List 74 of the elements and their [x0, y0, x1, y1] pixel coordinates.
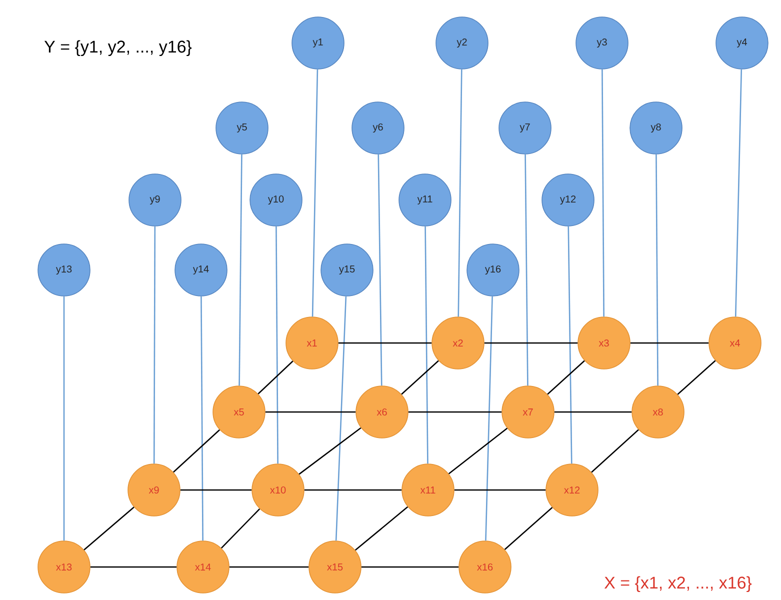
- connector-line: [424, 226, 428, 464]
- circle-node: x8: [632, 386, 684, 438]
- circle-node: x6: [356, 386, 408, 438]
- circle-node: x15: [308, 540, 362, 594]
- connector-line: [408, 411, 502, 413]
- connector-line: [90, 566, 177, 568]
- connector-line: [568, 226, 572, 464]
- circle-node: x11: [402, 464, 454, 516]
- circle-node: x2: [432, 316, 484, 370]
- circle-node: y15: [320, 244, 374, 296]
- connector-line: [153, 226, 156, 464]
- circle-node: x9: [128, 464, 180, 516]
- circle-node: x1: [286, 316, 338, 370]
- connector-line: [304, 489, 402, 491]
- connector-line: [677, 360, 716, 395]
- connector-line: [602, 69, 604, 317]
- connector-line: [335, 296, 347, 541]
- connector-line: [734, 69, 742, 317]
- circle-node: y6: [352, 102, 404, 154]
- connector-line: [401, 360, 439, 395]
- connector-line: [220, 508, 260, 549]
- circle-node: y4: [716, 16, 768, 70]
- connector-line: [354, 506, 408, 551]
- connector-line: [554, 411, 632, 413]
- circle-node: y2: [436, 16, 488, 70]
- connector-line: [591, 429, 639, 473]
- connector-line: [265, 411, 356, 413]
- set-label: X = {x1, x2, ..., x16}: [604, 576, 752, 592]
- circle-node: y8: [630, 102, 682, 154]
- connector-line: [84, 506, 134, 550]
- circle-node: y11: [398, 174, 452, 226]
- circle-node: x10: [252, 464, 304, 516]
- connector-line: [173, 429, 220, 473]
- circle-node: y7: [498, 102, 552, 154]
- circle-node: y13: [38, 244, 90, 296]
- connector-line: [361, 566, 459, 568]
- connector-line: [484, 342, 578, 344]
- circle-node: x3: [578, 316, 630, 370]
- connector-line: [448, 428, 508, 474]
- circle-node: y10: [250, 174, 302, 226]
- circle-node: y12: [542, 174, 594, 226]
- connector-line: [276, 226, 278, 464]
- circle-node: y16: [466, 244, 520, 296]
- connector-line: [454, 489, 546, 491]
- circle-node: x7: [502, 386, 554, 438]
- circle-node: y3: [576, 16, 628, 70]
- circle-node: y5: [216, 102, 268, 154]
- connector-line: [378, 154, 382, 386]
- set-label: Y = {y1, y2, ..., y16}: [44, 40, 192, 56]
- connector-line: [229, 566, 309, 568]
- connector-line: [524, 154, 528, 386]
- connector-line: [630, 342, 709, 344]
- connector-line: [338, 342, 432, 344]
- connector-line: [547, 360, 585, 395]
- circle-node: x12: [546, 464, 598, 516]
- circle-node: x4: [708, 316, 762, 370]
- connector-line: [656, 154, 658, 386]
- circle-node: y14: [174, 244, 228, 296]
- circle-node: x13: [38, 540, 90, 594]
- connector-line: [258, 360, 294, 394]
- connector-line: [485, 296, 493, 541]
- circle-node: y9: [128, 174, 182, 226]
- connector-line: [312, 69, 318, 317]
- connector-line: [63, 296, 65, 541]
- connector-line: [458, 69, 462, 317]
- circle-node: x14: [176, 540, 230, 594]
- connector-line: [180, 489, 252, 491]
- connector-line: [200, 296, 204, 541]
- circle-node: y1: [292, 16, 344, 70]
- circle-node: x5: [212, 386, 266, 438]
- connector-line: [504, 507, 553, 550]
- connector-line: [298, 427, 362, 475]
- circle-node: x16: [458, 540, 512, 594]
- connector-line: [238, 154, 242, 386]
